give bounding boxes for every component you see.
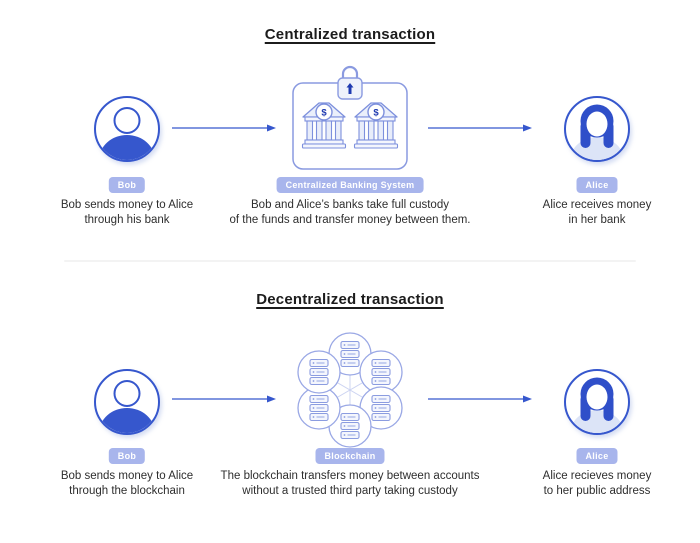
arrow-right-icon bbox=[172, 394, 276, 404]
description-line: Bob sends money to Alice bbox=[60, 470, 194, 482]
bob-avatar-icon bbox=[93, 95, 161, 163]
bob-description: Bob sends money to Alice through his ban… bbox=[61, 198, 193, 228]
description-line: to her public address bbox=[543, 485, 651, 497]
decentralized-title-text: Decentralized transaction bbox=[256, 291, 444, 308]
description-line: without a trusted third party taking cus… bbox=[242, 485, 458, 497]
bob-badge: Bob bbox=[108, 177, 146, 193]
blockchain-badge: Blockchain bbox=[315, 448, 385, 464]
alice-badge: Alice bbox=[576, 177, 618, 193]
section-divider bbox=[64, 260, 636, 262]
alice-badge: Alice bbox=[576, 448, 618, 464]
description-line: of the funds and transfer money between … bbox=[229, 214, 471, 226]
alice-avatar-icon bbox=[563, 368, 631, 436]
blockchain-description: The blockchain transfers money between a… bbox=[221, 469, 480, 499]
decentralized-title: Decentralized transaction bbox=[0, 291, 700, 308]
bob-badge: Bob bbox=[108, 448, 146, 464]
dollar-icon: $ bbox=[373, 108, 379, 119]
server-node-icon bbox=[297, 350, 341, 394]
arrow-right-icon bbox=[172, 123, 276, 133]
centralized-title: Centralized transaction bbox=[0, 26, 700, 43]
banking-system-badge: Centralized Banking System bbox=[276, 177, 424, 193]
description-line: through his bank bbox=[84, 214, 170, 226]
description-line: in her bank bbox=[568, 214, 626, 226]
description-line: through the blockchain bbox=[69, 485, 185, 497]
arrow-right-icon bbox=[428, 123, 532, 133]
description-line: Bob sends money to Alice bbox=[60, 199, 194, 211]
dollar-icon: $ bbox=[321, 108, 327, 119]
description-line: Alice receives money bbox=[542, 199, 652, 211]
alice-avatar-icon bbox=[563, 95, 631, 163]
centralized-banking-system-icon: $ $ bbox=[292, 65, 408, 170]
bank-icon: $ bbox=[301, 102, 347, 149]
description-line: The blockchain transfers money between a… bbox=[220, 470, 480, 482]
arrow-right-icon bbox=[428, 394, 532, 404]
lock-icon bbox=[337, 65, 363, 100]
alice-description: Alice receives money in her bank bbox=[543, 198, 652, 228]
bob-description: Bob sends money to Alice through the blo… bbox=[61, 469, 193, 499]
banking-system-description: Bob and Alice’s banks take full custody … bbox=[229, 198, 470, 228]
centralized-title-text: Centralized transaction bbox=[264, 26, 436, 43]
alice-description: Alice recieves money to her public addre… bbox=[543, 469, 652, 499]
bank-icon: $ bbox=[353, 102, 399, 149]
bob-avatar-icon bbox=[93, 368, 161, 436]
blockchain-network-icon bbox=[297, 332, 403, 448]
description-line: Bob and Alice’s banks take full custody bbox=[251, 199, 449, 211]
description-line: Alice recieves money bbox=[542, 470, 652, 482]
